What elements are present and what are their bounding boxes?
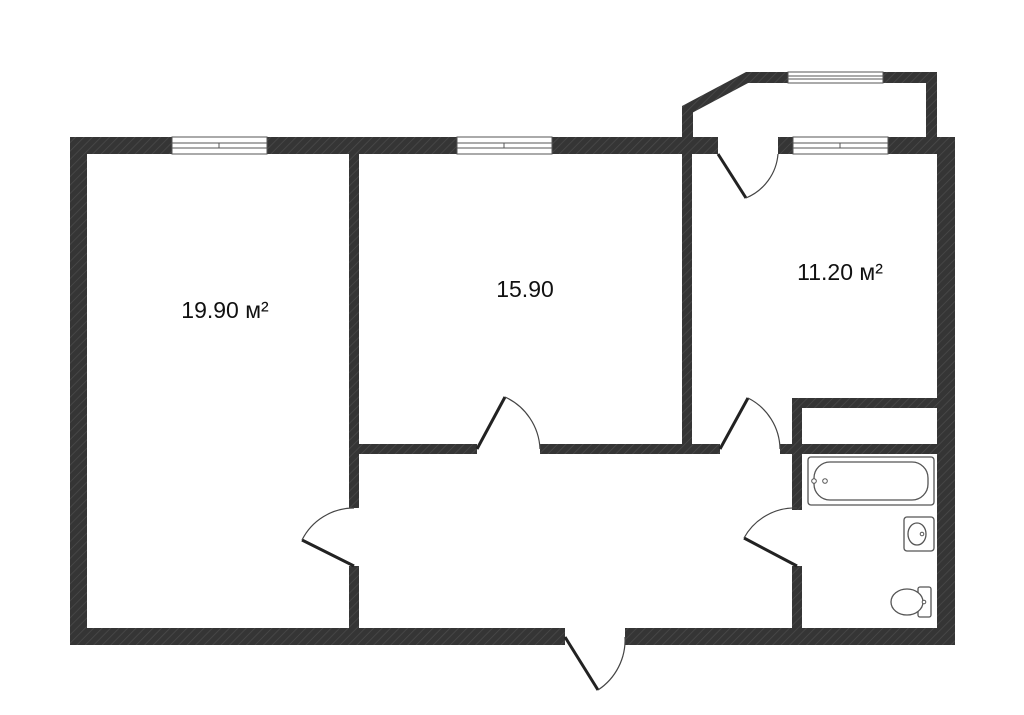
- room-2-area-label: 15.90: [496, 276, 554, 302]
- wall-right: [937, 137, 955, 645]
- wall-top-left: [70, 137, 718, 154]
- wall-room2-hall-b: [540, 444, 720, 454]
- window-icon: [171, 136, 268, 155]
- window-icon: [792, 136, 889, 155]
- balcony-wall-right: [926, 72, 937, 140]
- wall-bottom-right: [625, 628, 955, 645]
- room-3-area-label: 11.20 м²: [797, 259, 883, 285]
- wall-bath-left-lower: [792, 566, 802, 628]
- door-swing-icon: [563, 628, 626, 691]
- room-1-area-label: 19.90 м²: [181, 297, 269, 323]
- wall-bottom-left: [70, 628, 565, 645]
- door-swing-icon: [718, 397, 781, 454]
- wall-left: [70, 137, 87, 645]
- toilet-icon: [890, 586, 932, 618]
- outer-walls: [70, 137, 955, 645]
- door-swing-icon: [301, 507, 355, 568]
- windows: [171, 71, 889, 155]
- door-swing-icon: [743, 507, 798, 568]
- balcony-wall-diagonal: [682, 72, 750, 114]
- doors: [301, 137, 798, 691]
- wall-storage-left: [792, 398, 802, 510]
- sink-icon: [903, 516, 935, 552]
- wall-storage-top: [792, 398, 937, 408]
- wall-room1-room2-upper: [349, 154, 359, 508]
- balcony-wall-left: [682, 106, 693, 140]
- window-icon: [456, 136, 553, 155]
- interior-walls: [349, 154, 937, 628]
- wall-storage-bath: [802, 444, 937, 454]
- wall-room1-room2-lower: [349, 566, 359, 628]
- wall-room3-hall: [780, 444, 794, 454]
- window-icon: [787, 71, 884, 84]
- door-swing-icon: [716, 137, 779, 199]
- door-swing-icon: [475, 396, 541, 450]
- wall-room2-hall-a: [359, 444, 477, 454]
- bathtub-icon: [807, 456, 935, 506]
- wall-room2-room3: [682, 154, 692, 454]
